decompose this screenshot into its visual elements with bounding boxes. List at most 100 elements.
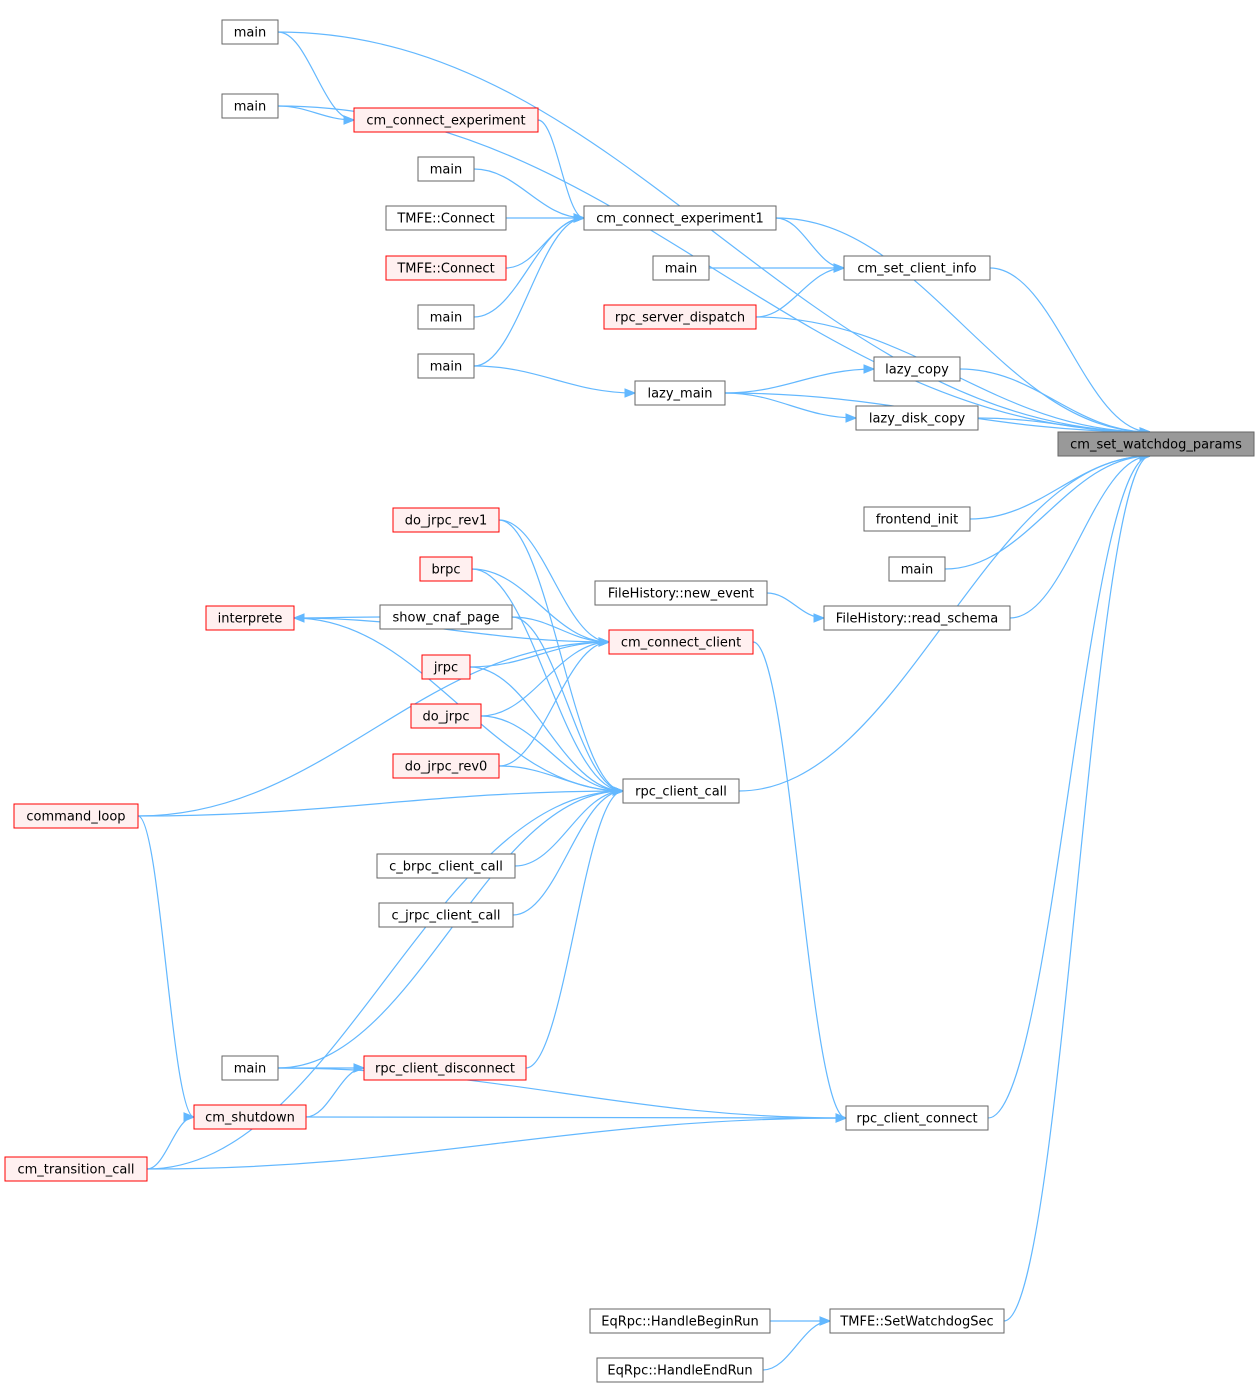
node-box[interactable] — [221, 1055, 279, 1081]
node-box[interactable] — [622, 778, 740, 804]
edge-rpc_server_dispatch-to-cm_set_client_info — [755, 267, 845, 318]
node-label: cm_connect_client — [621, 636, 741, 651]
node-label: command_loop — [26, 810, 125, 825]
node-show-cnaf-page[interactable]: show_cnaf_page — [379, 604, 513, 630]
node-cm-set-client-info[interactable]: cm_set_client_info — [843, 255, 991, 281]
node-frontend-init[interactable]: frontend_init — [863, 506, 971, 532]
edge-main_a-to-root — [277, 31, 1151, 433]
node-box[interactable] — [410, 703, 482, 729]
node-do-jrpc-rev0[interactable]: do_jrpc_rev0 — [392, 753, 500, 779]
node-box[interactable] — [417, 304, 475, 330]
node-box[interactable] — [634, 380, 726, 406]
node-tmfe-connect-2[interactable]: TMFE::Connect — [385, 255, 507, 281]
node-do-jrpc[interactable]: do_jrpc — [410, 703, 482, 729]
node-label: rpc_client_connect — [856, 1112, 977, 1127]
node-tmfe-setwatchdogsec[interactable]: TMFE::SetWatchdogSec — [829, 1308, 1005, 1334]
node-box[interactable] — [379, 604, 513, 630]
node-rpc-client-disconnect[interactable]: rpc_client_disconnect — [363, 1055, 527, 1081]
node-box[interactable] — [888, 556, 946, 582]
node-interprete[interactable]: interprete — [205, 605, 295, 631]
node-eqrpc-handleendrun[interactable]: EqRpc::HandleEndRun — [596, 1357, 764, 1383]
edge-main_h-to-rpc_client_call — [277, 790, 624, 1069]
node-box[interactable] — [385, 255, 507, 281]
node-lazy-main[interactable]: lazy_main — [634, 380, 726, 406]
edge-main_f-to-lazy_main — [473, 365, 636, 394]
node-filehistory-read-schema[interactable]: FileHistory::read_schema — [823, 605, 1011, 631]
node-label: do_jrpc_rev1 — [405, 514, 488, 529]
node-brpc[interactable]: brpc — [419, 556, 473, 582]
node-main-d[interactable]: main — [652, 255, 710, 281]
node-lazy-disk-copy[interactable]: lazy_disk_copy — [855, 405, 979, 431]
edge-main_b-to-cm_connect_experiment-arrowhead — [343, 115, 356, 125]
edge-command_loop-to-cm_connect_client-arrowhead — [598, 637, 611, 647]
node-box[interactable] — [13, 803, 139, 829]
node-box[interactable] — [855, 405, 979, 431]
node-label: rpc_server_dispatch — [615, 311, 745, 326]
node-command-loop[interactable]: command_loop — [13, 803, 139, 829]
node-box[interactable] — [652, 255, 710, 281]
node-box[interactable] — [863, 506, 971, 532]
node-cm-transition-call[interactable]: cm_transition_call — [4, 1156, 148, 1182]
node-box[interactable] — [843, 255, 991, 281]
node-jrpc[interactable]: jrpc — [421, 654, 471, 680]
edge-c_brpc_client_call-to-rpc_client_call — [514, 790, 624, 867]
node-box[interactable] — [363, 1055, 527, 1081]
node-lazy-copy[interactable]: lazy_copy — [873, 356, 961, 382]
node-box[interactable] — [385, 205, 507, 231]
node-box[interactable] — [583, 205, 777, 231]
node-box[interactable] — [417, 353, 475, 379]
node-label: do_jrpc_rev0 — [405, 760, 488, 775]
node-c-brpc-client-call[interactable]: c_brpc_client_call — [376, 853, 516, 879]
node-main-f[interactable]: main — [417, 353, 475, 379]
node-box[interactable] — [873, 356, 961, 382]
node-box[interactable] — [392, 507, 500, 533]
node-box[interactable] — [4, 1156, 148, 1182]
node-cm-connect-experiment[interactable]: cm_connect_experiment — [353, 107, 539, 133]
node-cm-connect-client[interactable]: cm_connect_client — [608, 629, 754, 655]
node-main-a[interactable]: main — [221, 19, 279, 45]
node-box[interactable] — [376, 853, 516, 879]
node-box[interactable] — [589, 1308, 771, 1334]
node-box[interactable] — [421, 654, 471, 680]
node-box[interactable] — [596, 1357, 764, 1383]
edge-cm_transition_call-to-rpc_client_connect — [146, 1117, 847, 1170]
node-rpc-client-connect[interactable]: rpc_client_connect — [845, 1105, 989, 1131]
node-box[interactable] — [845, 1105, 989, 1131]
node-cm-shutdown[interactable]: cm_shutdown — [193, 1104, 307, 1130]
node-label: do_jrpc — [422, 710, 469, 725]
node-root[interactable]: cm_set_watchdog_params — [1057, 431, 1255, 457]
node-box[interactable] — [603, 304, 757, 330]
node-box[interactable] — [823, 605, 1011, 631]
node-main-e[interactable]: main — [417, 304, 475, 330]
node-box[interactable] — [829, 1308, 1005, 1334]
node-box[interactable] — [221, 93, 279, 119]
node-box[interactable] — [594, 580, 768, 606]
node-c-jrpc-client-call[interactable]: c_jrpc_client_call — [378, 902, 514, 928]
node-box[interactable] — [378, 902, 514, 928]
node-box[interactable] — [205, 605, 295, 631]
node-box[interactable] — [353, 107, 539, 133]
node-box[interactable] — [419, 556, 473, 582]
node-box[interactable] — [608, 629, 754, 655]
node-label: cm_set_watchdog_params — [1070, 438, 1242, 453]
node-label: c_brpc_client_call — [389, 860, 503, 875]
edge-cm_connect_client-to-rpc_client_connect — [752, 641, 847, 1119]
node-box[interactable] — [417, 156, 475, 182]
node-main-b[interactable]: main — [221, 93, 279, 119]
node-box[interactable] — [221, 19, 279, 45]
node-tmfe-connect-1[interactable]: TMFE::Connect — [385, 205, 507, 231]
node-main-g[interactable]: main — [888, 556, 946, 582]
node-main-c[interactable]: main — [417, 156, 475, 182]
node-cm-connect-experiment1[interactable]: cm_connect_experiment1 — [583, 205, 777, 231]
node-main-h[interactable]: main — [221, 1055, 279, 1081]
node-box[interactable] — [1057, 431, 1255, 457]
node-box[interactable] — [193, 1104, 307, 1130]
node-rpc-server-dispatch[interactable]: rpc_server_dispatch — [603, 304, 757, 330]
node-label: main — [234, 100, 266, 115]
node-rpc-client-call[interactable]: rpc_client_call — [622, 778, 740, 804]
node-filehistory-new-event[interactable]: FileHistory::new_event — [594, 580, 768, 606]
node-box[interactable] — [392, 753, 500, 779]
node-eqrpc-handlebeginrun[interactable]: EqRpc::HandleBeginRun — [589, 1308, 771, 1334]
edge-eqrpc_handleendrun-to-tmfe_setwatchdogsec-arrowhead — [819, 1316, 832, 1326]
node-do-jrpc-rev1[interactable]: do_jrpc_rev1 — [392, 507, 500, 533]
